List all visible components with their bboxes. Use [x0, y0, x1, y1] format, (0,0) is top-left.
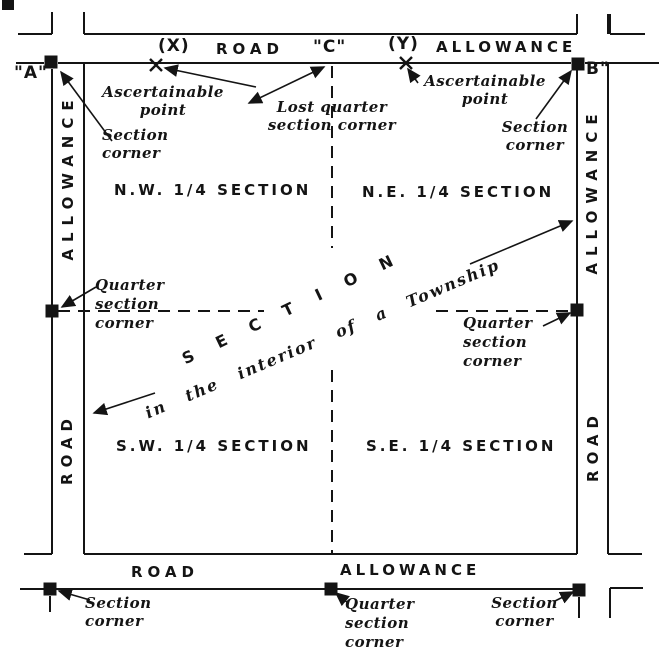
label-ascertainable-right: Ascertainable point	[415, 72, 555, 108]
monument-section-corner-se	[572, 583, 586, 597]
left-road-allowance: ALLOWANCE	[59, 93, 77, 261]
x-mark-ascertainable-left	[149, 58, 163, 72]
label-section-corner-se: Section corner	[482, 594, 567, 630]
label-line: corner	[95, 314, 154, 332]
leader-title-southwest	[92, 392, 156, 416]
x-mark-ascertainable-right	[399, 56, 413, 70]
monument-section-corner-sw	[43, 582, 57, 596]
label-line: corner	[102, 144, 161, 162]
label-line: Section	[85, 594, 152, 612]
quadrant-se: S.E. 1/4 SECTION	[366, 437, 557, 455]
top-road-allowance: ALLOWANCE	[436, 38, 577, 56]
label-line: corner	[495, 612, 554, 630]
label-line: section	[463, 333, 528, 351]
label-line: point	[139, 101, 187, 119]
label-ascertainable-left: Ascertainable point	[78, 83, 248, 119]
label-line: Ascertainable	[102, 83, 224, 101]
right-road-name: ROAD	[584, 410, 602, 482]
label-quarter-east: Quarter section corner	[463, 314, 532, 371]
top-road-north-line	[18, 12, 645, 35]
leader-quarter-east	[542, 312, 572, 327]
top-road-y-label: (Y)	[388, 34, 419, 54]
bottom-road-name: ROAD	[131, 563, 199, 581]
top-road-c-label: "C"	[313, 37, 347, 57]
leader-section-corner-sw	[57, 588, 91, 601]
monument-section-corner-a	[44, 55, 58, 69]
leader-section-corner-se	[554, 591, 575, 604]
quadrant-sw: S.W. 1/4 SECTION	[116, 437, 312, 455]
quadrant-ne: N.E. 1/4 SECTION	[362, 183, 555, 201]
label-line: point	[461, 90, 509, 108]
label-line: Quarter	[345, 595, 415, 613]
label-line: Section	[102, 126, 169, 144]
label-section-corner-sw: Section corner	[85, 594, 152, 630]
label-line: corner	[463, 352, 522, 370]
leader-title-northeast	[469, 220, 574, 265]
monument-quarter-south	[324, 582, 338, 596]
label-quarter-west: Quarter section corner	[95, 276, 164, 333]
leader-lost-quarter	[247, 66, 326, 104]
left-road-name: ROAD	[58, 413, 76, 485]
label-line: Quarter	[95, 276, 165, 294]
leader-ascertainable-left	[163, 64, 257, 88]
label-line: section corner	[267, 116, 397, 134]
label-line: Section	[491, 594, 558, 612]
label-line: section	[345, 614, 410, 632]
quadrant-nw: N.W. 1/4 SECTION	[114, 181, 312, 199]
label-line: section	[95, 295, 160, 313]
leader-quarter-south	[334, 591, 350, 607]
label-line: Quarter	[463, 314, 533, 332]
leader-quarter-west	[60, 286, 97, 308]
bottom-road-allowance: ALLOWANCE	[340, 561, 481, 579]
monument-edge-nw	[2, 0, 14, 10]
leader-ascertainable-right	[407, 67, 421, 84]
label-line: corner	[505, 136, 565, 154]
leader-section-corner-nw	[60, 70, 113, 142]
corner-label-a: "A"	[14, 63, 48, 83]
monument-quarter-west	[45, 304, 59, 318]
top-road-name: ROAD	[216, 40, 284, 58]
label-line: Ascertainable	[424, 72, 546, 90]
label-line: corner	[345, 633, 404, 651]
label-line: Section	[501, 118, 569, 136]
monument-section-corner-b	[571, 57, 585, 71]
leader-section-corner-ne	[535, 69, 572, 120]
top-road-x-label: (X)	[158, 36, 190, 56]
label-section-corner-ne: Section corner	[490, 118, 580, 154]
label-quarter-south: Quarter section corner	[345, 595, 414, 652]
monument-quarter-east	[570, 303, 584, 317]
label-line: Lost quarter	[276, 98, 388, 116]
corner-label-b: B"	[586, 59, 610, 79]
label-line: corner	[85, 612, 144, 630]
right-road-allowance: ALLOWANCE	[583, 107, 601, 275]
label-section-corner-nw: Section corner	[102, 126, 169, 162]
bottom-road-south-line	[20, 587, 643, 618]
label-lost-quarter: Lost quarter section corner	[252, 98, 412, 134]
